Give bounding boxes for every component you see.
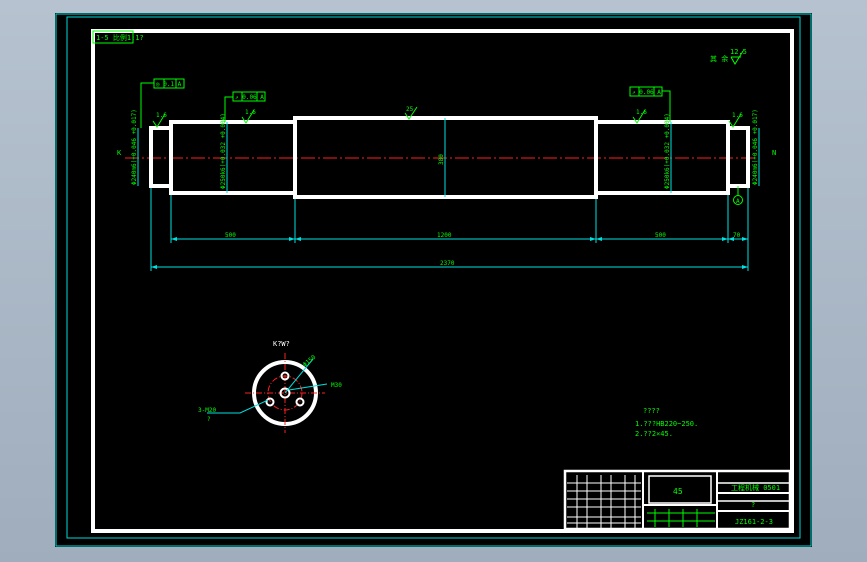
tolerance-frame-mid[interactable]: ↗ 0.06 A [224, 91, 266, 122]
diameter-label-left-bearing[interactable]: Φ240m6(+0.046 +0.017) [131, 109, 138, 185]
title-block[interactable]: 45 工程机械 0501 ? JZ161-2-3 [563, 469, 792, 531]
diameter-label-right-bearing[interactable]: Φ240m6(+0.046 +0.017) [752, 109, 759, 185]
title-block-part-name: ? [751, 501, 755, 509]
notes-line-2: 2.??2×45. [635, 430, 673, 438]
diameter-dimension-lines [137, 118, 760, 197]
roughness-mark-body[interactable]: 25 [404, 106, 418, 120]
view-reference[interactable]: 1-5 比例1:1? [92, 30, 144, 44]
roughness-other-value: 12.5 [730, 48, 747, 56]
section-label-center: M30 [331, 382, 342, 389]
bolt-hole-left [265, 397, 275, 407]
bolt-hole-right [295, 397, 305, 407]
roughness-check-icon [404, 106, 418, 120]
svg-text:↗ 0.06 A: ↗ 0.06 A [632, 89, 661, 96]
section-label-holes: 3-M20 [198, 407, 216, 414]
technical-notes[interactable]: ???? 1.???HB220~250. 2.??2×45. [635, 407, 698, 438]
drawing-frame [91, 29, 794, 533]
segment-dimension-line [151, 238, 748, 268]
sheet-outer-border [66, 16, 801, 539]
section-label-pcd: Φ150 [302, 354, 318, 369]
svg-text:1.6: 1.6 [636, 109, 647, 116]
roughness-mark-left-journal[interactable]: 1.6 [241, 109, 256, 124]
section-view[interactable]: K?W? Φ150 M30 3-M20 ? [198, 340, 342, 433]
svg-text:1.6: 1.6 [156, 112, 167, 119]
roughness-check-icon [632, 109, 646, 124]
roughness-check-icon [730, 50, 744, 65]
svg-text:1.6: 1.6 [245, 109, 256, 116]
tolerance-frame-right[interactable]: ↗ 0.06 A [629, 86, 671, 122]
extension-lines [150, 188, 749, 271]
dimension-label-left[interactable]: 500 [225, 232, 236, 239]
title-block-grid-mid [647, 509, 715, 527]
roughness-mark-right-bearing[interactable]: 1.6 [728, 112, 743, 128]
diameter-label-left-journal[interactable]: Φ250k6(+0.032 +0.004) [220, 113, 227, 189]
title-block-company: 工程机械 0501 [731, 483, 780, 492]
shaft-left-journal [169, 120, 297, 195]
roughness-check-icon [241, 109, 255, 124]
dimension-label-mid[interactable]: 1200 [437, 232, 452, 239]
drawing-viewport[interactable]: 1-5 比例1:1? 其 余 12.5 K N [55, 13, 812, 547]
datum-marker[interactable]: A [733, 186, 743, 205]
cad-drawing: 1-5 比例1:1? 其 余 12.5 K N [55, 13, 812, 547]
roughness-mark-left-bearing[interactable]: 1.6 [152, 112, 167, 128]
roughness-other-symbol[interactable]: 其 余 12.5 [710, 48, 747, 65]
shaft-right-bearing [726, 126, 750, 188]
dimension-label-total[interactable]: 2370 [440, 260, 455, 267]
dimension-label-end[interactable]: 70 [733, 232, 741, 239]
svg-text:◎ 0.1 A: ◎ 0.1 A [156, 81, 182, 88]
section-label-holes-sub: ? [207, 416, 211, 423]
view-reference-text: 1-5 比例1:1? [96, 33, 144, 42]
diameter-label-right-journal[interactable]: Φ250k6(+0.032 +0.004) [664, 113, 671, 189]
title-block-material: 45 [673, 487, 683, 496]
center-hole [279, 387, 291, 399]
roughness-mark-right-journal[interactable]: 1.6 [632, 109, 647, 124]
shaft-left-bearing [149, 126, 173, 188]
section-view-title: K?W? [273, 340, 290, 348]
svg-text:↗ 0.06 A: ↗ 0.06 A [235, 94, 264, 101]
diameter-label-body[interactable]: 380 [438, 154, 445, 165]
dimension-arrows [151, 237, 748, 269]
roughness-check-icon [728, 113, 742, 128]
tolerance-frame-left[interactable]: ◎ 0.1 A [140, 78, 185, 128]
title-block-grid-left [567, 475, 641, 529]
notes-title: ???? [643, 407, 660, 415]
svg-text:25: 25 [406, 106, 414, 113]
material-cell [648, 475, 712, 504]
viewport-border [55, 13, 812, 547]
svg-text:A: A [736, 198, 740, 205]
svg-text:1.6: 1.6 [732, 112, 743, 119]
dimension-label-right[interactable]: 500 [655, 232, 666, 239]
section-marker-right: N [772, 149, 776, 157]
roughness-check-icon [152, 113, 166, 128]
section-marker-left: K [117, 149, 122, 157]
roughness-other-label: 其 余 [710, 54, 728, 63]
notes-line-1: 1.???HB220~250. [635, 420, 698, 428]
title-block-drawing-number: JZ161-2-3 [735, 518, 773, 526]
bolt-hole-top [280, 371, 290, 381]
